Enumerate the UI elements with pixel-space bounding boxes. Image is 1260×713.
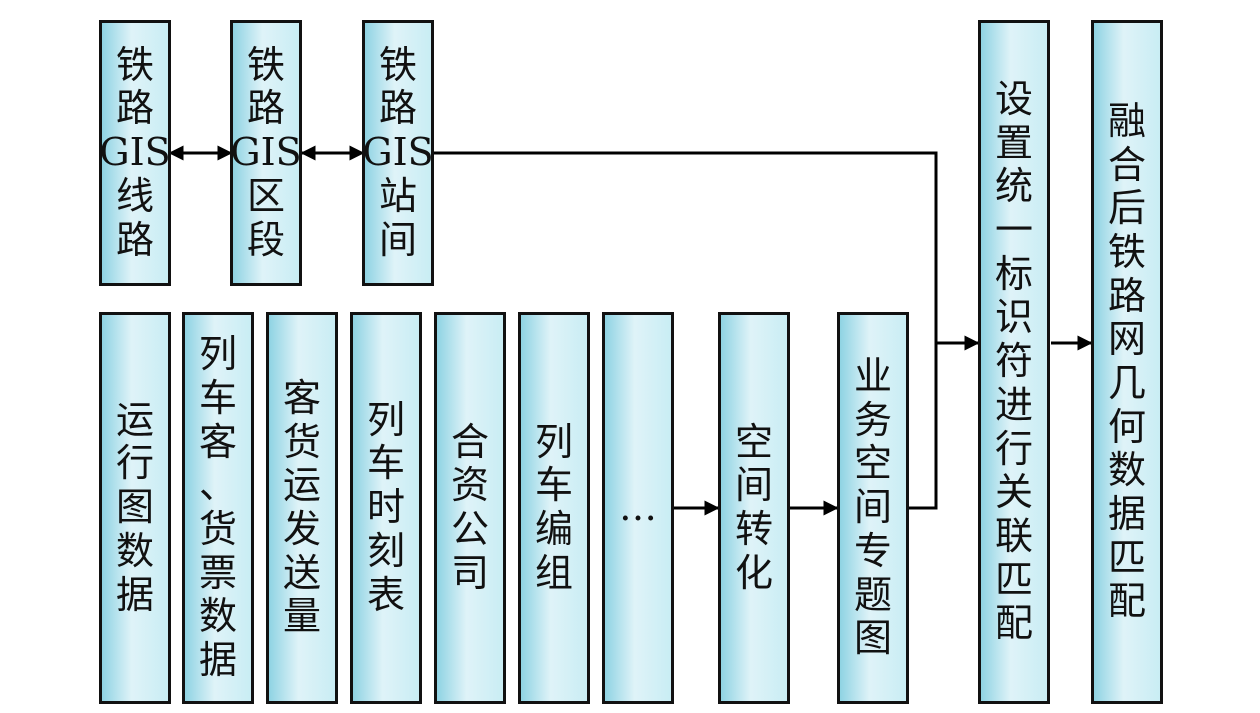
box-business-thematic-map: 业务空间专题图: [837, 312, 909, 704]
box-char: 数: [198, 594, 237, 639]
box-char: 路: [1107, 273, 1146, 318]
box-char: 段: [246, 217, 285, 262]
box-char: 客: [198, 419, 237, 464]
box-unified-identifier-matching: 设置统一标识符进行关联匹配: [978, 20, 1050, 704]
box-char: 车: [198, 375, 237, 420]
box-operation-diagram-data: 运行图数据: [99, 312, 171, 704]
box-char: 设: [994, 77, 1033, 122]
box-char: 列: [198, 332, 237, 377]
box-char: 列: [366, 397, 405, 442]
box-freight-volume: 客货运发送量: [266, 312, 338, 704]
box-char: 匹: [994, 557, 1033, 602]
connector-thematic-to-merge: [909, 343, 938, 510]
box-spatial-conversion: 空间转化: [718, 312, 790, 704]
box-char: GIS: [362, 130, 434, 175]
box-train-timetable: 列车时刻表: [350, 312, 422, 704]
box-char: 路: [246, 86, 285, 131]
box-char: 路: [115, 217, 154, 262]
box-char: 运: [115, 397, 154, 442]
box-char: 行: [994, 426, 1033, 471]
box-char: 数: [115, 528, 154, 573]
box-train-ticket-data: 列车客、货票数据: [182, 312, 254, 704]
box-char: 一: [994, 208, 1033, 253]
box-char: 间: [853, 485, 892, 530]
box-char: 据: [1107, 492, 1146, 537]
box-char: 业: [853, 354, 892, 399]
box-char: 刻: [366, 528, 405, 573]
box-char: 发: [282, 507, 321, 551]
box-char: 空: [734, 419, 773, 464]
box-char: 编: [534, 507, 573, 551]
box-char: 专: [853, 528, 892, 573]
box-char: 匹: [1107, 535, 1146, 580]
box-char: 货: [198, 507, 237, 551]
box-char: 题: [853, 572, 892, 617]
box-char: 列: [534, 419, 573, 464]
box-char: 何: [1107, 404, 1146, 449]
box-char: 间: [378, 217, 417, 262]
box-ellipsis: …: [602, 312, 674, 704]
box-char: 合: [450, 419, 489, 464]
box-char: 图: [115, 485, 154, 530]
box-char: 区: [246, 173, 285, 218]
box-char: 务: [853, 397, 892, 442]
box-char: 铁: [115, 42, 154, 87]
box-char: 铁: [1107, 229, 1146, 274]
box-char: 、: [198, 463, 237, 508]
box-char: 行: [115, 441, 154, 486]
box-char: 铁: [378, 42, 417, 87]
box-char: 路: [378, 86, 417, 131]
box-char: …: [619, 485, 657, 530]
box-char: 据: [198, 638, 237, 683]
box-char: 时: [366, 485, 405, 530]
box-char: 表: [366, 572, 405, 617]
box-char: GIS: [230, 130, 302, 175]
box-char: 公: [450, 507, 489, 551]
box-char: 客: [282, 375, 321, 420]
box-char: 路: [115, 86, 154, 131]
box-joint-venture-company: 合资公司: [434, 312, 506, 704]
box-char: 配: [994, 601, 1033, 646]
box-char: 司: [450, 550, 489, 595]
box-char: GIS: [99, 130, 171, 175]
box-char: 关: [994, 470, 1033, 515]
box-fused-geometry-matching: 融合后铁路网几何数据匹配: [1091, 20, 1163, 704]
box-char: 空: [853, 441, 892, 486]
box-char: 数: [1107, 448, 1146, 493]
box-char: 进: [994, 382, 1033, 427]
box-char: 车: [534, 463, 573, 508]
box-char: 资: [450, 463, 489, 508]
box-char: 后: [1107, 186, 1146, 231]
box-char: 线: [115, 173, 154, 218]
box-char: 运: [282, 463, 321, 508]
box-char: 量: [282, 594, 321, 639]
box-char: 几: [1107, 361, 1146, 405]
box-char: 识: [994, 295, 1033, 340]
box-char: 送: [282, 550, 321, 595]
box-char: 配: [1107, 579, 1146, 624]
box-train-formation: 列车编组: [518, 312, 590, 704]
box-char: 统: [994, 164, 1033, 209]
box-char: 标: [994, 251, 1033, 296]
box-char: 间: [734, 463, 773, 508]
box-char: 车: [366, 441, 405, 486]
box-char: 铁: [246, 42, 285, 87]
box-char: 据: [115, 572, 154, 617]
box-char: 组: [534, 550, 573, 595]
box-char: 货: [282, 419, 321, 464]
box-char: 联: [994, 513, 1033, 558]
box-char: 站: [378, 173, 417, 218]
box-char: 化: [734, 550, 773, 595]
box-char: 网: [1107, 317, 1146, 362]
box-char: 图: [853, 616, 892, 661]
box-char: 转: [734, 507, 773, 551]
box-char: 票: [198, 550, 237, 595]
box-char: 置: [994, 120, 1033, 165]
box-char: 融: [1107, 98, 1146, 143]
box-char: 合: [1107, 142, 1146, 187]
box-char: 符: [994, 339, 1033, 384]
